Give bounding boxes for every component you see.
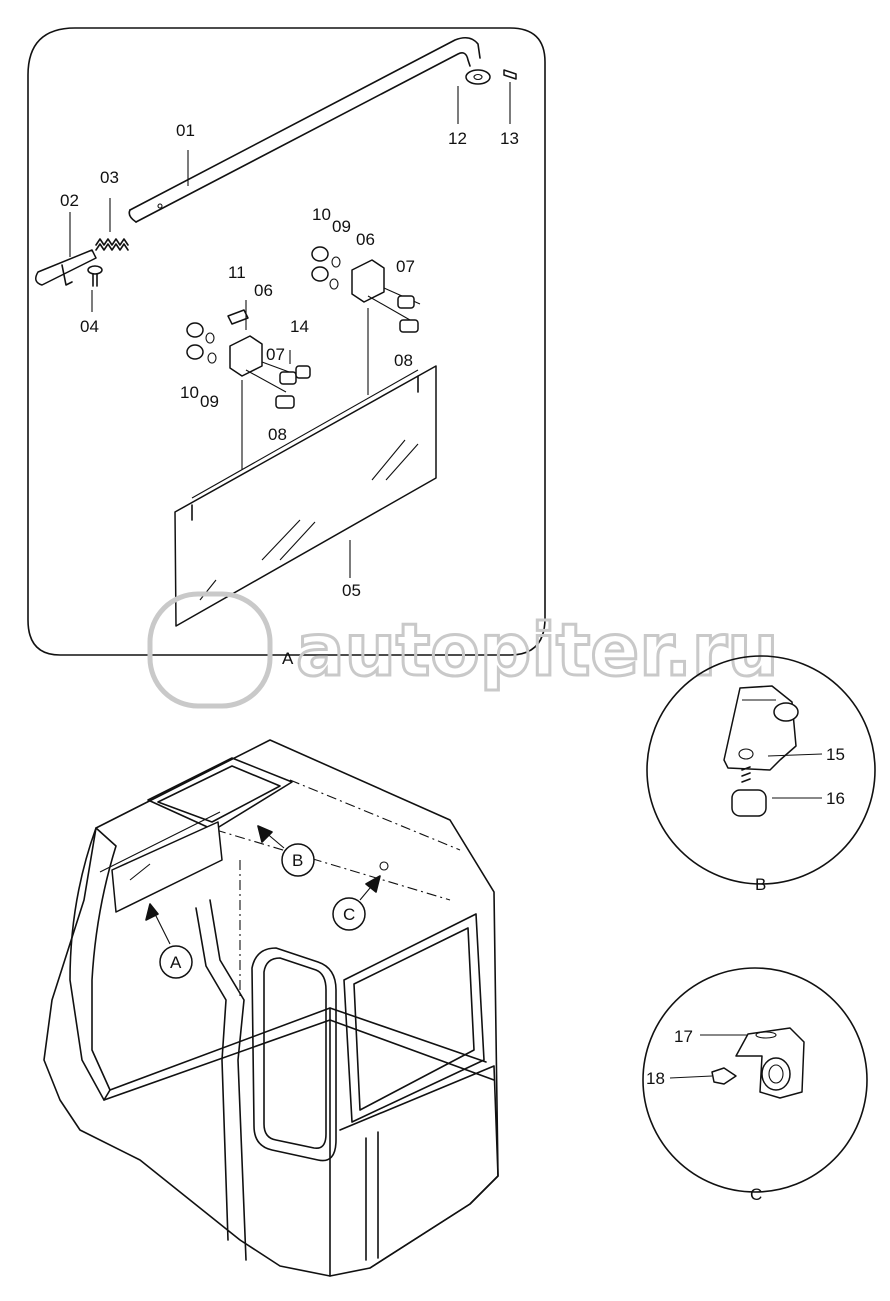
hinge-group-right [311, 246, 421, 395]
hinge-group-left [186, 309, 311, 470]
label-12: 12 [448, 129, 467, 148]
spring-03 [95, 198, 129, 251]
label-13: 13 [500, 129, 519, 148]
watermark: autopiter.ru [147, 591, 780, 709]
label-06-right: 06 [356, 230, 375, 249]
label-02: 02 [60, 191, 79, 210]
label-07-right: 07 [396, 257, 415, 276]
detail-c-label: C [750, 1185, 762, 1204]
pin-04 [87, 265, 103, 312]
washer-12 [465, 69, 491, 85]
detail-a: 01 02 03 04 05 06 06 07 07 08 08 09 09 1… [27, 27, 546, 668]
callout-b: B [257, 825, 315, 877]
watermark-logo-icon [147, 591, 273, 709]
detail-b-circle [646, 655, 876, 885]
bolt-16 [731, 789, 767, 817]
detail-c-circle [642, 967, 868, 1193]
label-05: 05 [342, 581, 361, 600]
label-04: 04 [80, 317, 99, 336]
label-18: 18 [646, 1069, 665, 1088]
label-10-right: 10 [312, 205, 331, 224]
label-17: 17 [674, 1027, 693, 1046]
cab-callout-c: C [343, 905, 355, 924]
cab-callout-a: A [170, 953, 182, 972]
callout-c: C [332, 875, 381, 931]
label-07-left: 07 [266, 345, 285, 364]
label-14: 14 [290, 317, 309, 336]
label-16: 16 [826, 789, 845, 808]
pin-13 [503, 69, 517, 80]
cab-callout-b: B [292, 851, 303, 870]
detail-c: 17 18 C [642, 967, 868, 1204]
label-09-left: 09 [200, 392, 219, 411]
glass-panel-05 [174, 365, 437, 627]
label-08-left: 08 [268, 425, 287, 444]
label-06-left: 06 [254, 281, 273, 300]
label-15: 15 [826, 745, 845, 764]
label-01: 01 [176, 121, 195, 140]
detail-b: 15 16 B [646, 655, 876, 894]
callout-a: A [145, 903, 193, 979]
rod-01 [128, 36, 481, 223]
detail-b-label: B [755, 875, 766, 894]
watermark-text: autopiter.ru [296, 608, 779, 692]
label-10-left: 10 [180, 383, 199, 402]
label-03: 03 [100, 168, 119, 187]
label-08-right: 08 [394, 351, 413, 370]
detail-a-label: A [282, 649, 294, 668]
detail-a-frame [27, 27, 546, 656]
label-11: 11 [228, 263, 246, 282]
label-09-right: 09 [332, 217, 351, 236]
handle-pin-02 [35, 212, 97, 286]
screw-18 [711, 1067, 737, 1085]
cab-assembly: A B C [43, 739, 499, 1277]
